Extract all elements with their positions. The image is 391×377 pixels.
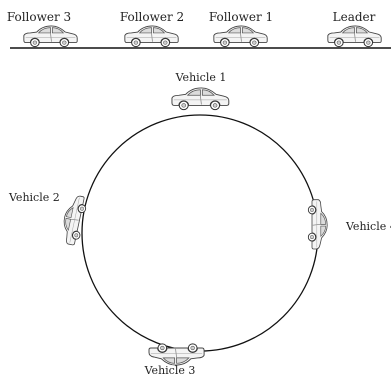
car-icon-vehicle-3 bbox=[148, 343, 205, 366]
label-vehicle-1: Vehicle 1 bbox=[175, 71, 227, 84]
car-icon-vehicle-4 bbox=[307, 199, 328, 250]
label-follower-1: Follower 1 bbox=[209, 10, 273, 24]
label-vehicle-3: Vehicle 3 bbox=[144, 364, 196, 377]
car-icon-vehicle-1 bbox=[171, 87, 230, 111]
label-vehicle-4: Vehicle 4 bbox=[345, 220, 391, 233]
label-follower-3: Follower 3 bbox=[7, 10, 71, 24]
car-icon-leader bbox=[327, 25, 382, 48]
ring-road-circle bbox=[81, 114, 319, 352]
label-follower-2: Follower 2 bbox=[120, 10, 184, 24]
label-leader: Leader bbox=[333, 10, 376, 24]
car-icon-follower-3 bbox=[23, 25, 78, 48]
car-icon-follower-2 bbox=[124, 25, 179, 48]
label-vehicle-2: Vehicle 2 bbox=[8, 191, 60, 204]
car-icon-follower-1 bbox=[213, 25, 268, 48]
car-icon-vehicle-2 bbox=[58, 193, 89, 247]
